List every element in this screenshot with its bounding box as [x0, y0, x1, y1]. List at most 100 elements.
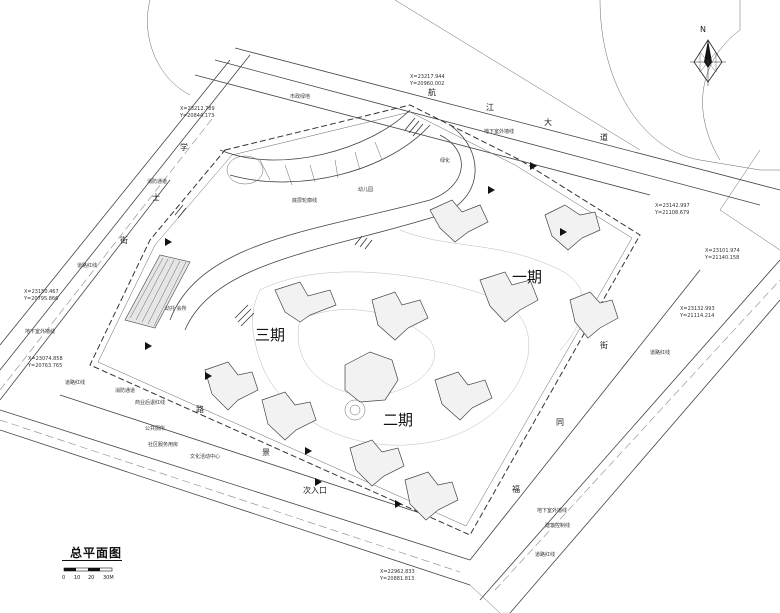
plan-label: 消防通道: [147, 178, 167, 185]
scale-tick: 10: [74, 575, 81, 581]
road-name: 福: [512, 485, 520, 494]
drawing-title: 总平面图: [70, 546, 123, 560]
road-name: 江: [486, 103, 494, 112]
building: [429, 199, 489, 243]
plan-label: 建筑控制线: [545, 522, 570, 529]
road-name: 士: [152, 192, 160, 202]
north-label: N: [700, 25, 706, 34]
center-line: [0, 114, 216, 391]
phase-label: 三期: [255, 326, 285, 344]
coordinate: X=23150.467: [24, 289, 59, 295]
entrance-marker: [145, 162, 567, 508]
coordinate: Y=20844.173: [179, 113, 214, 119]
internal-road: [184, 124, 476, 331]
road-line: [479, 259, 780, 601]
coordinate: X=23074.858: [28, 356, 63, 362]
plan-label: 地下室外墙线: [484, 128, 514, 135]
road-line: [0, 59, 231, 346]
road-edge: [599, 0, 780, 171]
building: [569, 291, 619, 339]
road-edge: [394, 0, 641, 151]
building: [434, 371, 493, 421]
road-name: 航: [428, 87, 436, 97]
scale-tick: 30M: [103, 575, 114, 581]
coordinate: Y=20763.765: [27, 363, 62, 369]
green-edge: [219, 109, 411, 161]
plan-label: 消防通道: [115, 387, 135, 394]
plan-label: 道路红线: [535, 551, 555, 558]
coordinate: X=23132.993: [680, 306, 715, 312]
hatch: [259, 141, 383, 186]
center-line: [0, 419, 461, 573]
garden-path: [297, 309, 435, 396]
oval-feature: [226, 155, 264, 185]
coordinate: Y=20960.002: [409, 81, 444, 87]
road-name: 道: [600, 132, 608, 142]
plan-label: 道路红线: [65, 379, 85, 386]
road-line: [59, 394, 421, 514]
plan-label: 绿化: [440, 157, 450, 164]
plan-label: 幼儿园: [358, 186, 373, 193]
road-name: 街: [120, 235, 128, 245]
plan-label: 道路红线: [650, 349, 670, 356]
road-line: [0, 409, 471, 561]
plan-label: 公共厕所: [145, 425, 165, 432]
phase-label: 二期: [383, 411, 413, 429]
garden-path: [252, 271, 530, 446]
internal-road: [169, 134, 462, 321]
title-underline: [62, 560, 122, 561]
road-name: 街: [600, 340, 608, 350]
coordinate: X=22962.833: [380, 569, 415, 575]
plan-label: 市政绿地: [290, 93, 310, 100]
plan-label: 文化活动中心: [190, 453, 220, 460]
road-edge: [702, 0, 741, 161]
site-inner-boundary: [97, 111, 633, 527]
road-name: 路: [196, 404, 204, 414]
road-line: [509, 299, 780, 613]
building: [479, 271, 539, 323]
coordinate: X=23217.944: [410, 74, 445, 80]
coordinate: Y=21114.214: [679, 313, 714, 319]
road-name: 同: [556, 418, 564, 427]
road-line: [0, 429, 471, 586]
plan-label: 地下室外墙线: [25, 328, 55, 335]
road-line: [0, 179, 171, 401]
building: [274, 281, 337, 323]
coordinate: X=23142.997: [655, 203, 690, 209]
building: [261, 391, 317, 441]
coordinate: Y=21108.679: [654, 210, 689, 216]
hatch: [129, 257, 187, 327]
clubhouse: [344, 351, 399, 421]
road-line: [469, 269, 701, 561]
building: [404, 471, 459, 521]
road-name: 学: [180, 142, 188, 152]
scale-bar: [63, 567, 113, 572]
plan-label: 底层轮廓线: [292, 197, 317, 204]
scale-tick: 20: [88, 575, 95, 581]
coordinate: Y=20881.813: [379, 576, 414, 582]
site-boundary: [89, 104, 641, 536]
plan-label: 次入口: [303, 485, 327, 495]
building: [349, 439, 405, 487]
building: [204, 361, 259, 411]
plan-label: 商业后退红线: [135, 399, 165, 406]
coordinate: Y=20795.866: [23, 296, 58, 302]
center-line: [494, 279, 780, 591]
road-name: 大: [544, 117, 552, 127]
road-line: [234, 47, 780, 191]
plan-label: 地下室外墙线: [537, 507, 567, 514]
coordinate: Y=21140.158: [704, 255, 739, 261]
road-line: [214, 59, 761, 206]
road-edge: [719, 149, 780, 251]
plan-label: 社区服务用房: [148, 441, 178, 448]
road-edge: [469, 584, 501, 613]
scale-tick: 0: [62, 575, 66, 581]
plan-label: 幼托 会所: [165, 305, 187, 312]
arc-line: [147, 0, 191, 96]
coordinate: X=23101.974: [705, 248, 740, 254]
building: [371, 291, 429, 341]
phase-label: 一期: [512, 268, 542, 286]
hatch: [174, 117, 424, 327]
plan-label: 道路红线: [77, 262, 97, 269]
